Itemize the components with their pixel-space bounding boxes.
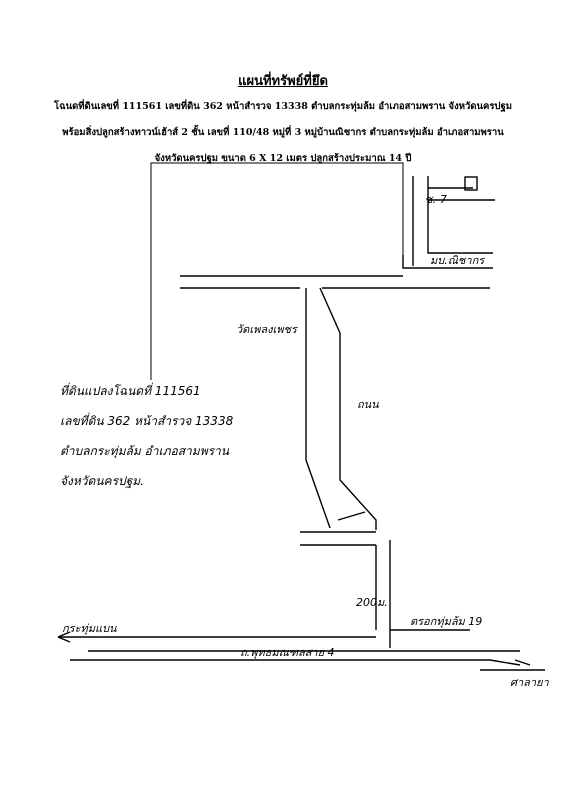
- village-label: มบ.ณิชากร: [430, 254, 486, 267]
- left-arrow: [57, 631, 71, 643]
- alley-label: ตรอกทุ่มล้ม 19: [410, 615, 482, 628]
- right-arrow: [489, 659, 531, 666]
- deed-info-line: โฉนดที่ดินเลขที่ 111561 เลขที่ดิน 362 หน…: [54, 101, 512, 112]
- right-destination: ศาลายา: [510, 676, 550, 689]
- note-line: เลขที่ดิน 362 หน้าสำรวจ 13338: [60, 412, 234, 428]
- note-line: ตำบลกระทุ่มล้ม อำเภอสามพราน: [60, 444, 230, 459]
- soi-road: [427, 176, 493, 254]
- distance-label: 200ม.: [356, 596, 388, 609]
- main-road: [337, 511, 366, 521]
- main-road: [305, 288, 331, 529]
- road-label: ถนน: [357, 398, 379, 411]
- temple-label: วัดเพลงเพชร: [236, 323, 299, 336]
- building-info-line: พร้อมสิ่งปลูกสร้างทาวน์เฮ้าส์ 2 ชั้น เลข…: [62, 127, 504, 138]
- house-marker: [464, 176, 478, 191]
- note-line: ที่ดินแปลงโฉนดที่ 111561: [60, 382, 201, 398]
- document-title: แผนที่ทรัพย์ที่ยึด: [238, 74, 328, 89]
- soi-label: ซ.-7: [425, 193, 447, 206]
- province-size-line: จังหวัดนครปฐม ขนาด 6 X 12 เมตร ปลูกสร้าง…: [154, 153, 412, 164]
- note-line: จังหวัดนครปฐม.: [60, 474, 144, 489]
- main-road: [319, 287, 377, 530]
- left-destination: กระทุ่มแบน: [62, 622, 117, 635]
- property-pointer: [150, 162, 404, 380]
- highway-label: ถ.พุทธมณฑลสาย 4: [240, 646, 335, 659]
- village-road-edge: [402, 255, 493, 269]
